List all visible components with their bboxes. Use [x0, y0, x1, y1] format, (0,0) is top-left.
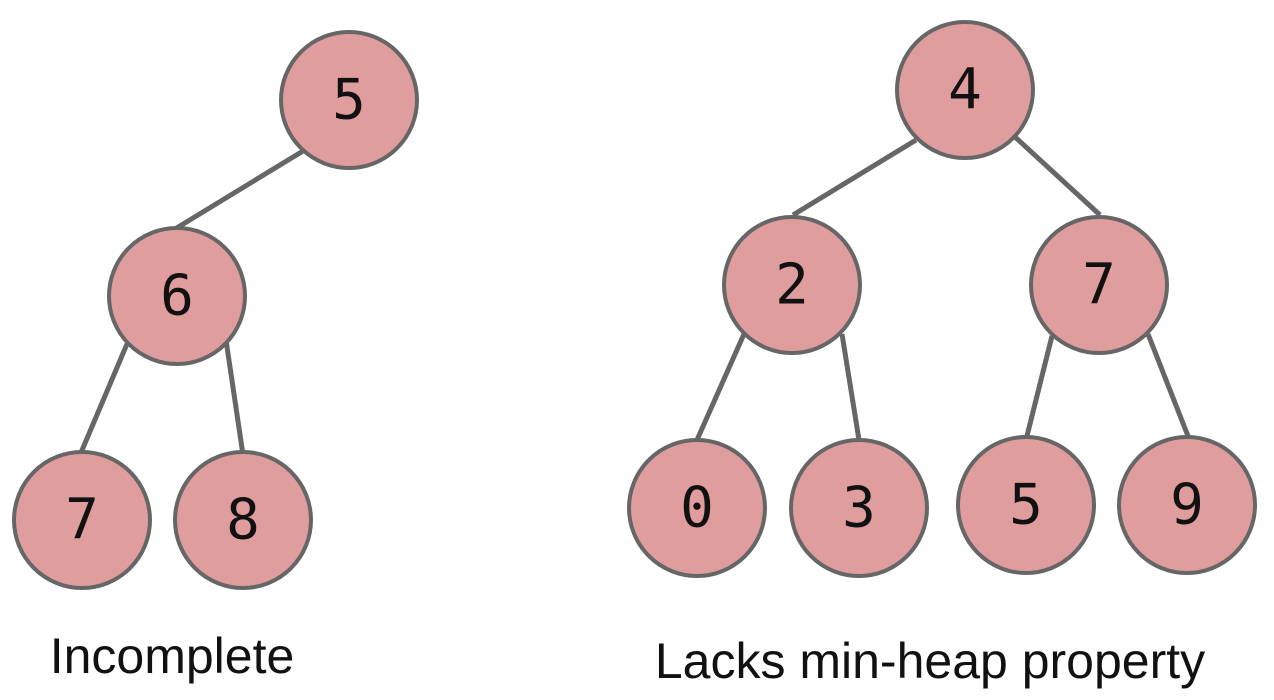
edge-left-left-right: [839, 333, 862, 441]
node-circle: [627, 438, 767, 578]
node-circle: [1117, 435, 1257, 575]
tree-node: 2: [722, 215, 862, 355]
node-circle: [895, 20, 1035, 160]
edge-right-right-right: [1145, 333, 1191, 437]
node-circle: [173, 450, 313, 590]
edge-root-left: [791, 137, 918, 218]
tree-node: 0: [627, 438, 767, 578]
tree-node: 3: [789, 438, 929, 578]
node-label: 7: [65, 488, 99, 553]
node-label: 0: [680, 476, 714, 541]
node-label: 9: [1170, 473, 1204, 538]
node-circle: [956, 435, 1096, 575]
node-circle: [107, 226, 247, 366]
edge-root-right: [1013, 135, 1102, 217]
node-label: 5: [1009, 473, 1043, 538]
node-label: 5: [332, 68, 366, 133]
node-label: 8: [226, 488, 260, 553]
tree-node: 6: [107, 226, 247, 366]
edge-left-left-left: [694, 332, 747, 442]
node-label: 3: [842, 476, 876, 541]
node-circle: [279, 30, 419, 170]
tree-node: 5: [279, 30, 419, 170]
node-circle: [789, 438, 929, 578]
node-circle: [722, 215, 862, 355]
node-label: 6: [160, 264, 194, 329]
edge-left-left-left: [77, 343, 130, 456]
tree-node: 7: [12, 450, 152, 590]
node-circle: [12, 450, 152, 590]
node-label: 7: [1082, 253, 1116, 318]
edge-left-left-right: [223, 339, 246, 456]
tree-node: 7: [1029, 215, 1169, 355]
edge-root-left: [173, 148, 305, 232]
edge-right-right-left: [1024, 335, 1055, 437]
incomplete-tree: 5 6 7 8 Incomplete: [12, 30, 419, 684]
tree-node: 8: [173, 450, 313, 590]
min-heap-violation-tree-edges: [694, 135, 1191, 442]
incomplete-tree-edges: [77, 148, 305, 456]
tree-node: 4: [895, 20, 1035, 160]
min-heap-violation-tree: 4 2 7 0 3 5 9 Lacks min-heap property: [627, 20, 1257, 689]
node-label: 2: [775, 253, 809, 318]
node-circle: [1029, 215, 1169, 355]
min-heap-violation-caption: Lacks min-heap property: [655, 633, 1205, 689]
incomplete-caption: Incomplete: [50, 628, 295, 684]
tree-node: 5: [956, 435, 1096, 575]
node-label: 4: [948, 58, 982, 123]
tree-node: 9: [1117, 435, 1257, 575]
